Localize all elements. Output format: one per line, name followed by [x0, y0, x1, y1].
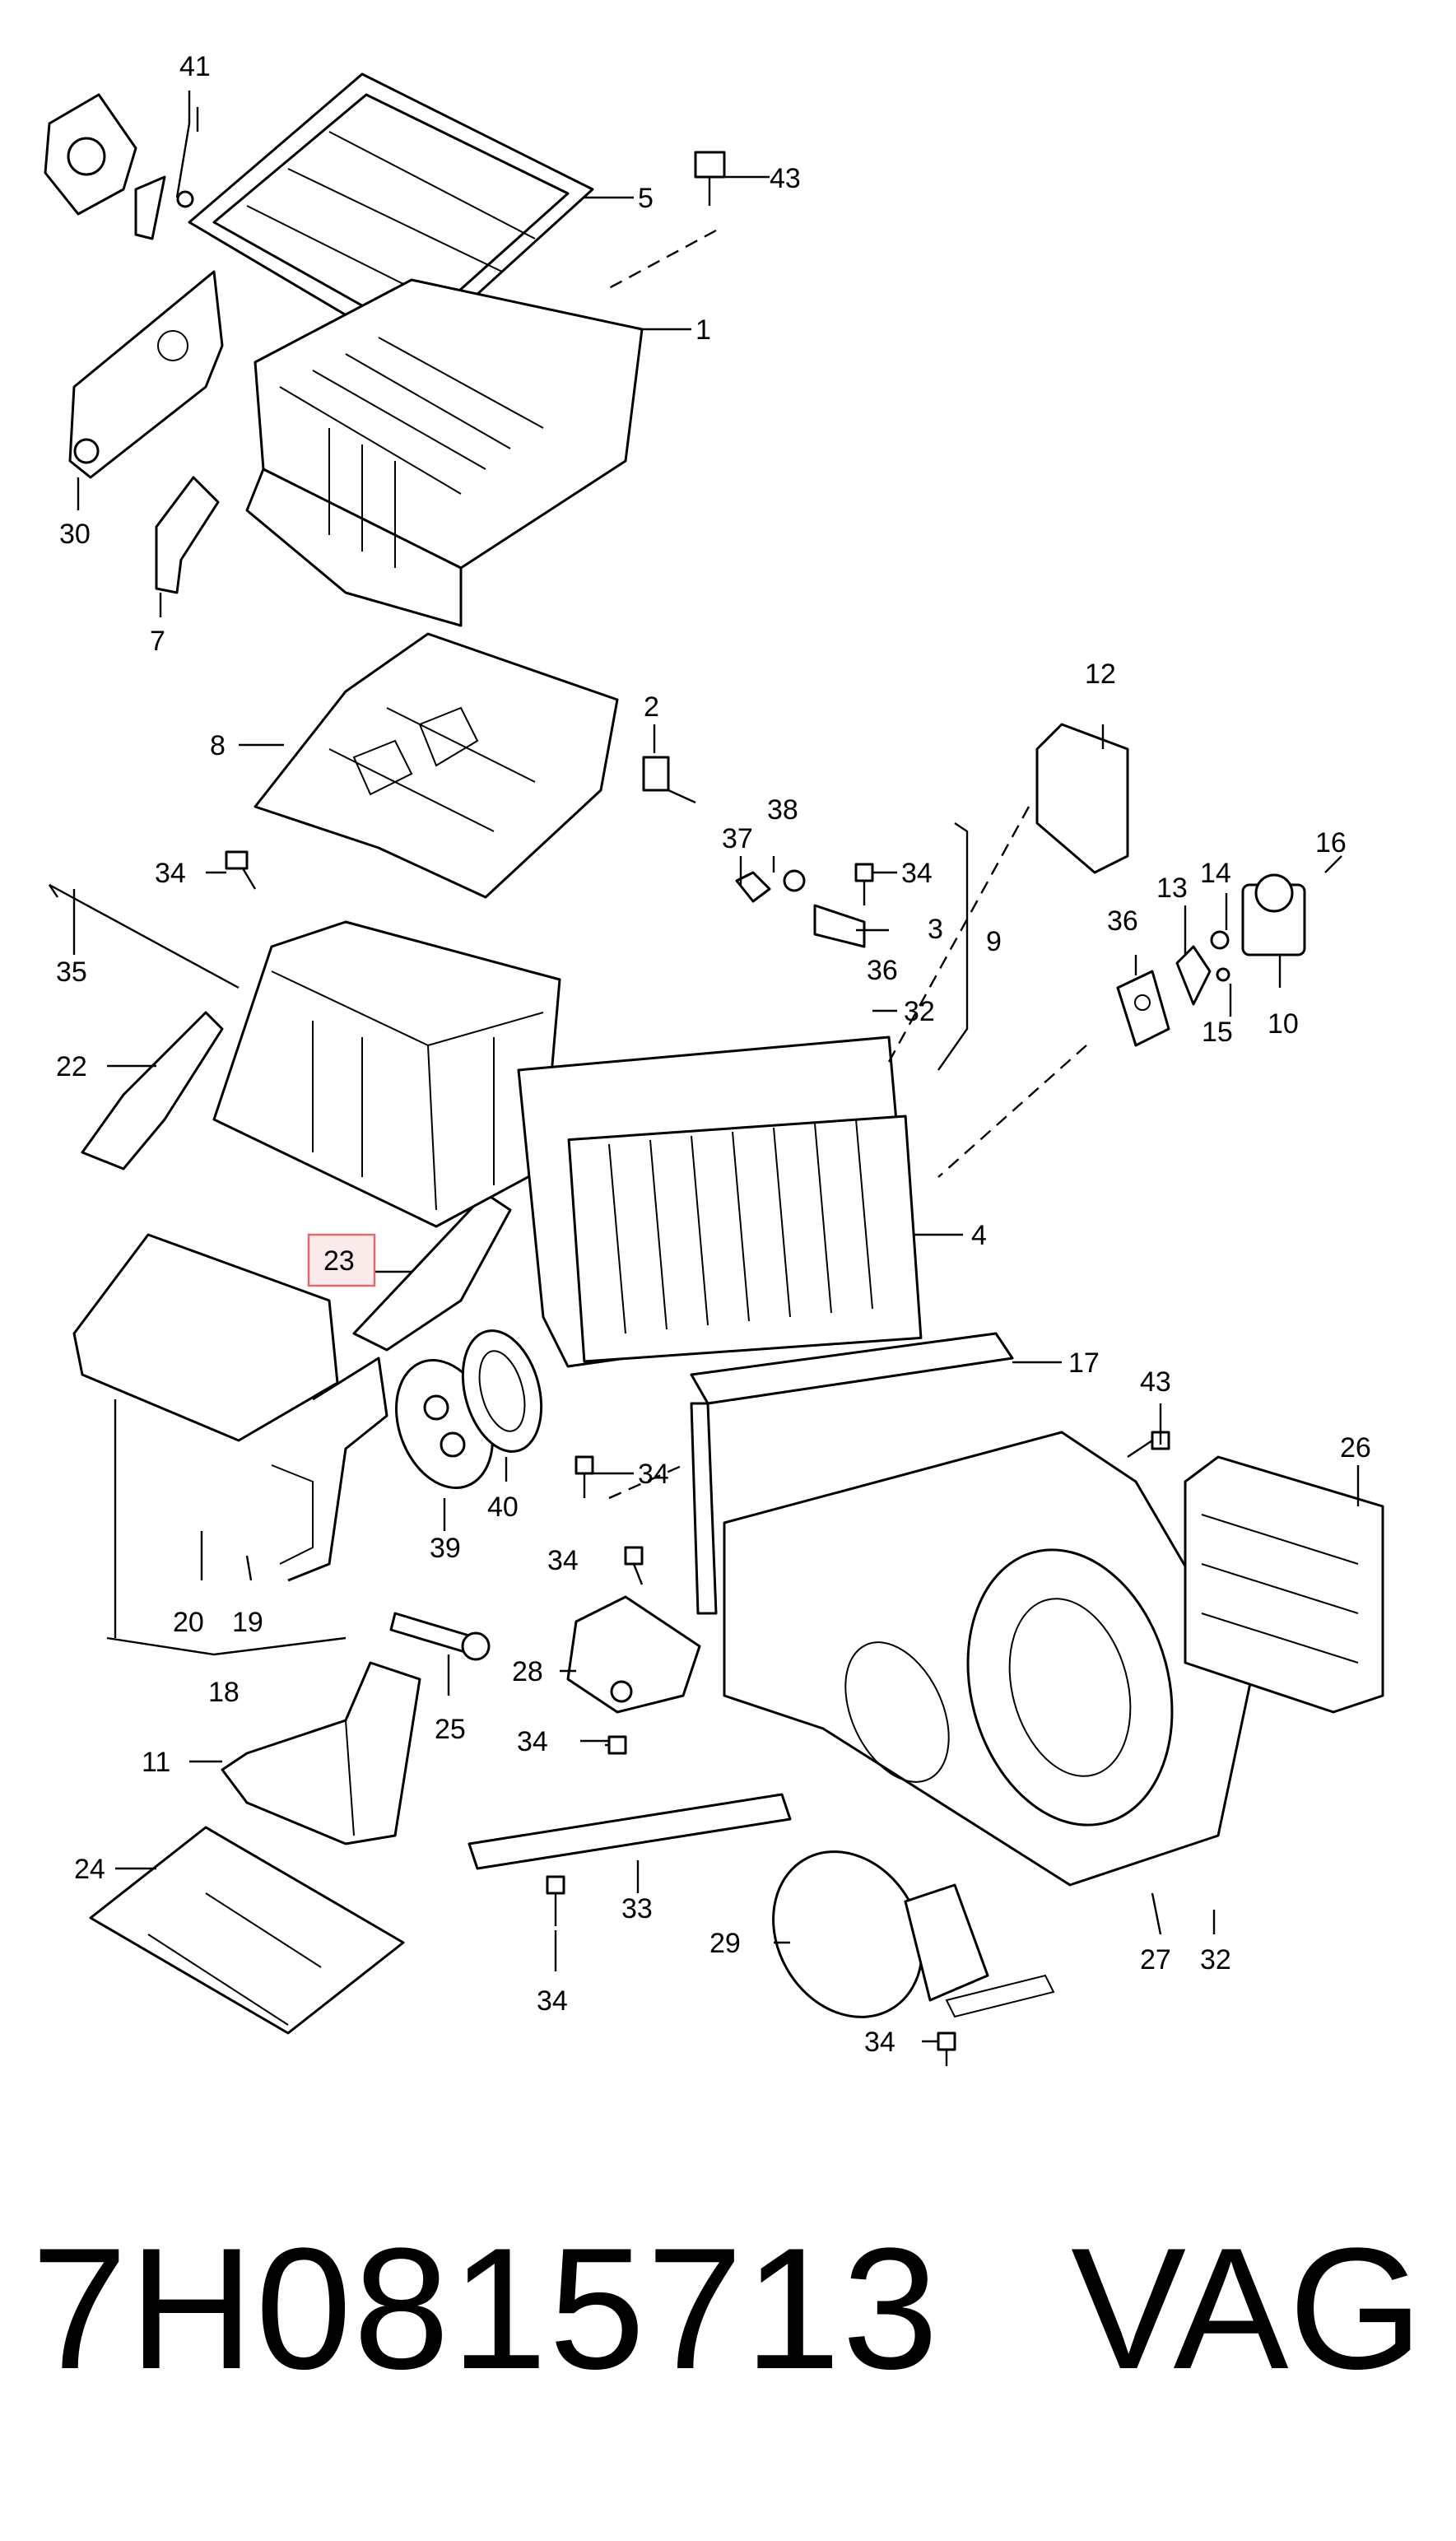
- part-17-filter: [690, 1332, 1014, 1615]
- callout-40: 40: [487, 1492, 519, 1523]
- callout-33: 33: [621, 1893, 653, 1924]
- callout-18: 18: [208, 1677, 240, 1708]
- callout-14: 14: [1200, 858, 1231, 889]
- callout-34-g: 34: [864, 2027, 895, 2058]
- part-2-sensor: [642, 756, 696, 804]
- part-41-actuator: [44, 93, 194, 240]
- callout-16: 16: [1315, 827, 1347, 859]
- callout-17: 17: [1068, 1347, 1100, 1379]
- callout-4: 4: [971, 1220, 987, 1251]
- callout-27: 27: [1140, 1944, 1171, 1976]
- callout-labels: 41 43 5 1 30 7 8 2 12 34 37 38 34 16 13 …: [56, 51, 1371, 2058]
- part-4-evaporator: [517, 1035, 923, 1368]
- callout-26: 26: [1340, 1432, 1371, 1464]
- callout-13: 13: [1156, 873, 1188, 904]
- part-10-expansion-valve: [1241, 873, 1306, 956]
- part-28-resistor: [566, 1595, 701, 1714]
- lower-evaporator-housing: [212, 920, 561, 1228]
- callout-3: 3: [928, 914, 943, 945]
- screws: [225, 151, 1170, 2066]
- callout-8: 8: [210, 730, 226, 761]
- callout-34-a: 34: [155, 858, 186, 889]
- callout-34-c: 34: [638, 1459, 669, 1490]
- callout-36-a: 36: [1107, 905, 1138, 937]
- callout-34-d: 34: [547, 1545, 579, 1576]
- callout-38: 38: [767, 794, 798, 826]
- callout-9: 9: [986, 926, 1002, 957]
- callout-29: 29: [709, 1928, 741, 1959]
- callout-43-top: 43: [770, 163, 801, 194]
- part-29-blower-motor: [772, 1850, 1055, 2018]
- callout-22: 22: [56, 1051, 87, 1082]
- part-12-cover: [1035, 723, 1129, 874]
- callout-1: 1: [695, 314, 711, 346]
- callout-32-b: 32: [1200, 1944, 1231, 1976]
- part-26-fan-grille: [1184, 1455, 1384, 1714]
- callout-39: 39: [430, 1533, 461, 1564]
- part-35-rod: [49, 883, 240, 989]
- callout-37: 37: [722, 823, 753, 854]
- callout-10: 10: [1268, 1008, 1299, 1040]
- part-11-duct: [221, 1661, 421, 1845]
- callout-19: 19: [232, 1607, 263, 1638]
- part-1-upper-housing: [245, 278, 644, 627]
- part-number: 7H0815713: [31, 2212, 940, 2405]
- part-27-blower-housing: [723, 1431, 1253, 1887]
- callout-34-b: 34: [901, 858, 933, 889]
- part-8-mid-housing: [254, 632, 619, 899]
- part-40-grommet: [461, 1329, 543, 1453]
- part-33-strip: [468, 1793, 792, 1870]
- callout-34-e: 34: [517, 1726, 548, 1757]
- part-5-filter-frame: [188, 72, 594, 356]
- part-25-bolt: [389, 1612, 491, 1661]
- callout-7: 7: [150, 626, 165, 657]
- part-18-heater-core: [72, 1233, 388, 1582]
- part-7-bracket: [155, 476, 220, 594]
- part-13-15-seals: [1175, 930, 1230, 1006]
- callout-11: 11: [142, 1747, 170, 1778]
- callout-32-a: 32: [904, 996, 935, 1027]
- callout-35: 35: [56, 956, 87, 988]
- leader-lines: [72, 91, 1360, 2043]
- part-22-cover: [81, 1011, 224, 1170]
- callout-25: 25: [435, 1714, 466, 1745]
- part-23-duct-seal: [352, 1192, 512, 1352]
- callout-5: 5: [638, 183, 654, 214]
- brand-name: VAG: [1071, 2212, 1423, 2405]
- exploded-parts-diagram: 41 43 5 1 30 7 8 2 12 34 37 38 34 16 13 …: [44, 51, 1384, 2066]
- callout-28: 28: [512, 1656, 543, 1687]
- part-36-gasket: [1116, 970, 1170, 1047]
- part-30-side-panel: [68, 270, 224, 479]
- callout-20: 20: [173, 1607, 204, 1638]
- callout-30: 30: [59, 519, 91, 550]
- callout-23: 23: [323, 1245, 355, 1277]
- callout-41: 41: [179, 51, 211, 82]
- callout-12: 12: [1085, 659, 1116, 690]
- callout-36-b: 36: [867, 955, 898, 986]
- part-24-duct: [89, 1826, 405, 2035]
- callout-15: 15: [1202, 1017, 1233, 1048]
- highlight-box-23: [307, 1233, 376, 1287]
- callout-24: 24: [74, 1854, 105, 1885]
- callout-2: 2: [644, 691, 659, 723]
- callout-34-f: 34: [537, 1985, 568, 2017]
- callout-43-b: 43: [1140, 1366, 1171, 1398]
